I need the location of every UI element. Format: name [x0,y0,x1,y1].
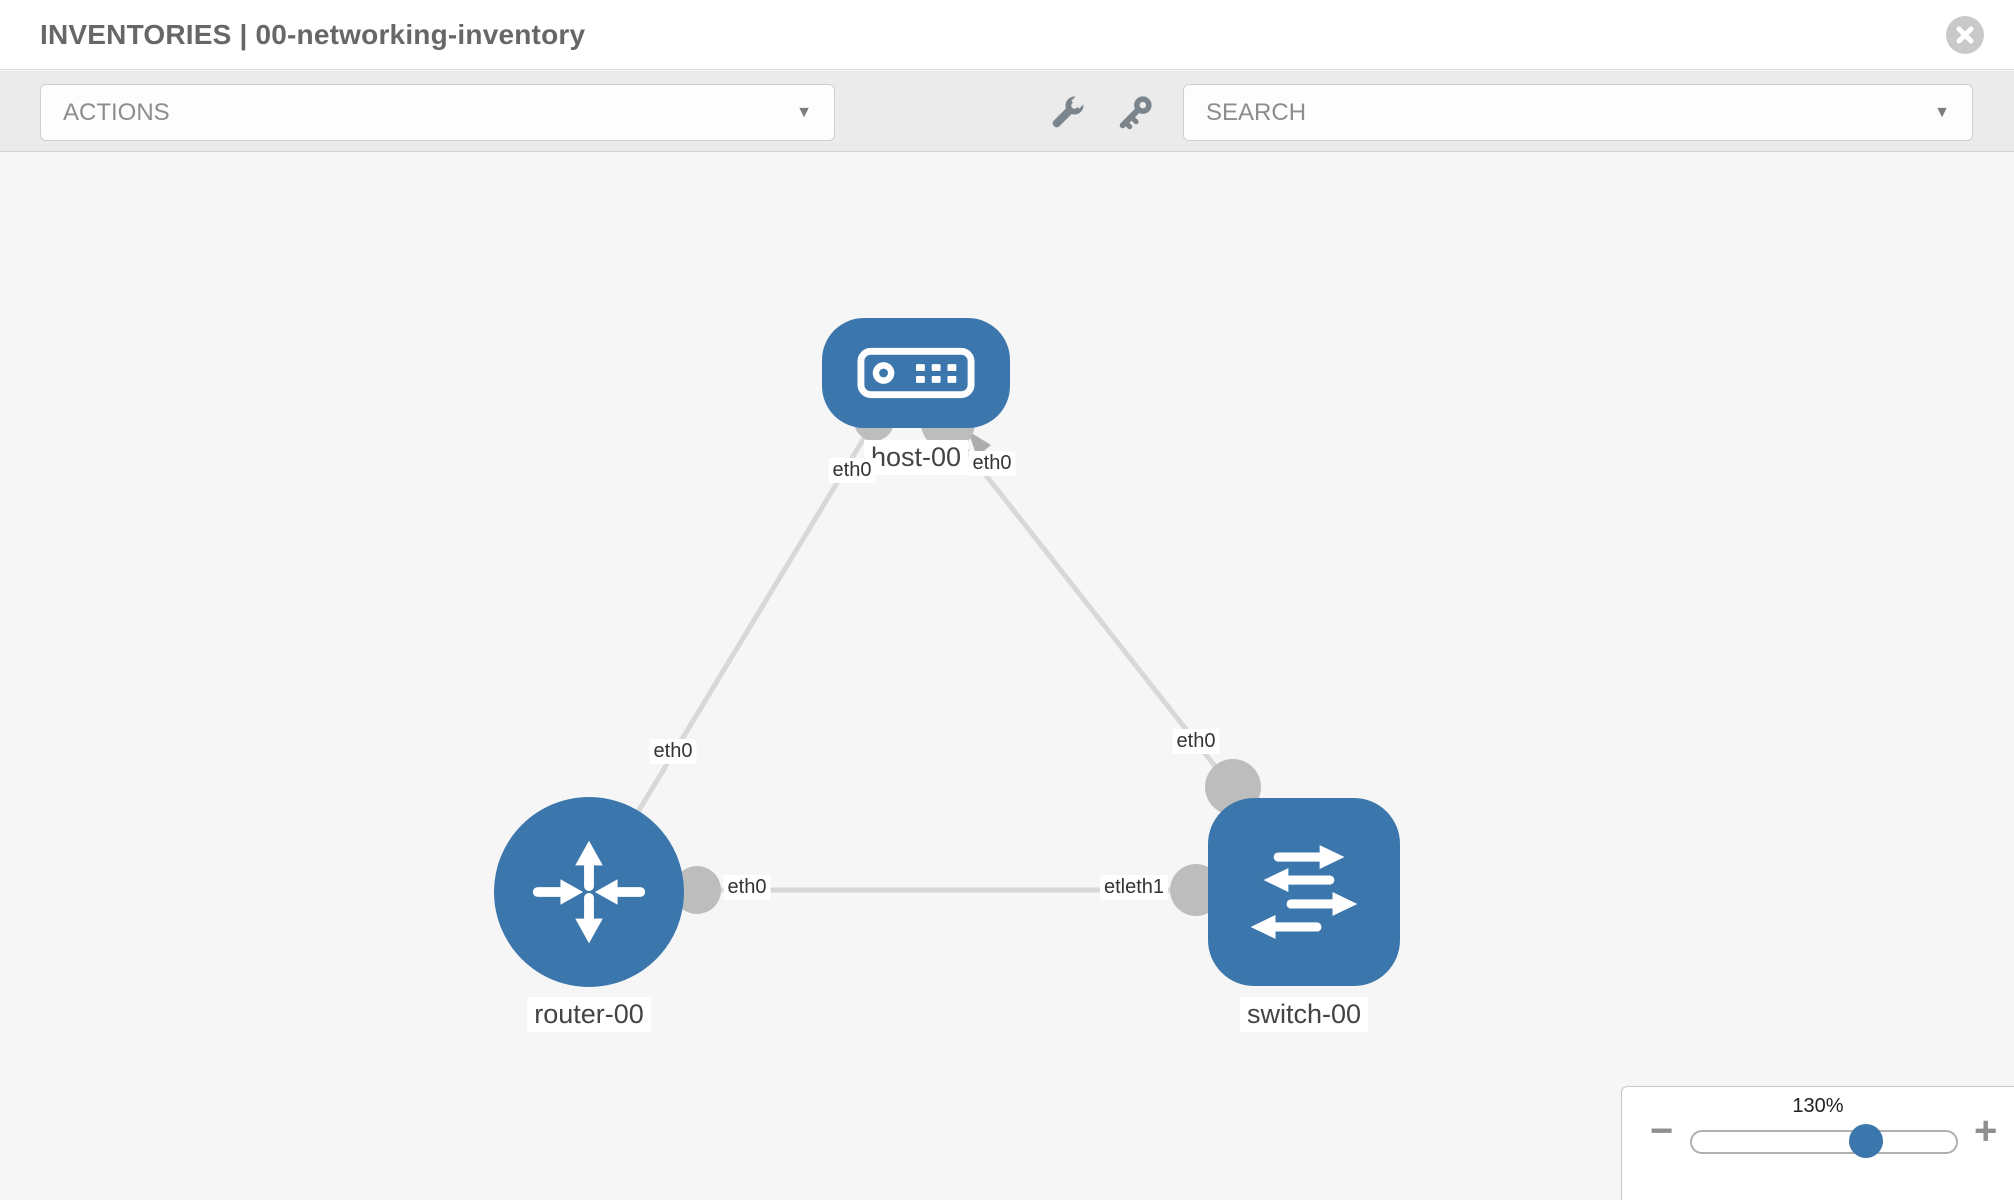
zoom-out-button[interactable]: − [1650,1109,1674,1153]
search-dropdown-label: SEARCH [1206,98,1307,126]
chevron-down-icon: ▼ [796,103,812,121]
toolbar: ACTIONS ▼ [0,71,2014,152]
link-host-switch[interactable] [946,425,1235,791]
iface-label-link-eth1: etleth1 [1099,875,1169,900]
iface-label-router-eth0: eth0 [649,739,697,764]
configure-button[interactable] [1044,92,1088,136]
zoom-level-value: 130% [1792,1095,1844,1117]
host-icon [857,347,975,399]
router-icon [532,840,646,944]
wrench-icon [1052,95,1085,128]
page-title: INVENTORIES | 00-networking-inventory [40,18,586,50]
zoom-control-panel: 130% − + [1621,1086,2014,1200]
zoom-slider-thumb[interactable] [1849,1124,1883,1158]
iface-label-link-eth0: eth0 [723,875,771,900]
endpoint-dot [673,866,721,914]
search-dropdown[interactable]: SEARCH ▼ [1183,84,1973,141]
link-host-router[interactable] [615,423,875,847]
zoom-in-button[interactable]: + [1974,1109,1998,1153]
iface-label-host-eth0-right: eth0 [968,451,1016,476]
actions-dropdown[interactable]: ACTIONS ▼ [40,84,835,141]
topology-canvas[interactable]: host-00 router-00 switch-00 eth0 eth0 et… [0,153,2014,1200]
iface-label-host-eth0-left: eth0 [828,458,876,483]
key-icon [1119,96,1152,130]
node-label-switch: switch-00 [1239,997,1369,1032]
node-host-00[interactable] [822,318,1010,428]
close-icon [1956,26,1974,44]
link-arrow-marker [968,431,991,457]
node-router-00[interactable] [494,797,684,987]
zoom-slider-track[interactable] [1690,1124,1958,1158]
node-switch-00[interactable] [1208,798,1400,986]
topology-links [615,396,1261,916]
iface-label-switch-eth0: eth0 [1172,729,1220,754]
credentials-button[interactable] [1112,92,1156,136]
node-label-host: host-00 [863,440,969,475]
node-label-router: router-00 [527,997,651,1032]
page-header: INVENTORIES | 00-networking-inventory [0,0,2014,70]
switch-icon [1250,845,1358,939]
actions-dropdown-label: ACTIONS [63,98,170,126]
chevron-down-icon: ▼ [1934,103,1950,121]
close-button[interactable] [1946,16,1984,54]
